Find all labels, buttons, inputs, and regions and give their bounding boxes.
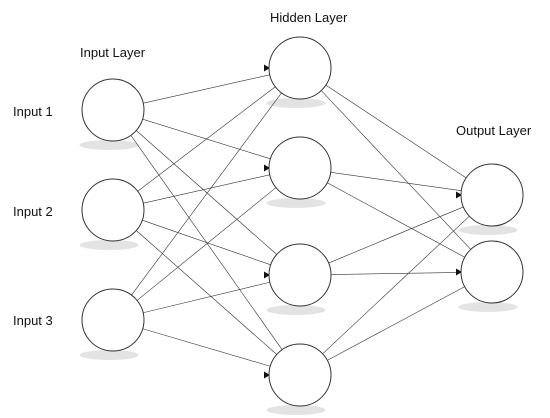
- input-label-2: Input 2: [13, 204, 53, 219]
- hidden-node-2-shadow: [266, 198, 326, 208]
- hidden-4-arrowhead: [264, 371, 270, 379]
- hidden-node-3-shadow: [266, 305, 326, 315]
- input-label-3: Input 3: [13, 313, 53, 328]
- output-layer-title: Output Layer: [456, 123, 532, 138]
- edge-input2-hidden4: [136, 230, 277, 355]
- connections: [130, 74, 471, 367]
- output-2-arrowhead: [456, 268, 462, 276]
- output-node-1: [460, 163, 524, 227]
- edge-hidden2-output1: [330, 172, 462, 191]
- edge-hidden2-output2: [327, 182, 465, 258]
- input-node-1-shadow: [79, 140, 139, 150]
- hidden-node-3: [268, 243, 332, 307]
- edge-input2-hidden3: [142, 219, 271, 266]
- node-shadows: [79, 98, 518, 415]
- edge-input3-hidden3: [143, 281, 270, 314]
- output-1-arrowhead: [456, 191, 462, 199]
- edge-hidden4-output1: [322, 215, 470, 355]
- input-layer-title: Input Layer: [80, 45, 146, 60]
- edge-input3-hidden1: [131, 92, 282, 296]
- input-label-1: Input 1: [13, 104, 53, 119]
- input-node-3: [81, 288, 145, 352]
- input-node-2-shadow: [79, 240, 139, 250]
- arrowheads: [264, 64, 462, 379]
- edge-input1-hidden3: [136, 130, 277, 255]
- output-node-1-shadow: [458, 225, 518, 235]
- output-node-2-shadow: [458, 302, 518, 312]
- edge-input2-hidden1: [137, 86, 276, 192]
- hidden-2-arrowhead: [264, 164, 270, 172]
- hidden-node-4-shadow: [266, 405, 326, 415]
- nodes: [81, 36, 524, 407]
- hidden-3-arrowhead: [264, 271, 270, 279]
- edge-input1-hidden1: [143, 74, 270, 104]
- output-node-2: [460, 240, 524, 304]
- edge-hidden3-output2: [330, 272, 462, 275]
- edge-input3-hidden4: [142, 328, 271, 367]
- hidden-node-1-shadow: [266, 98, 326, 108]
- hidden-1-arrowhead: [264, 64, 270, 72]
- hidden-layer-title: Hidden Layer: [270, 10, 348, 25]
- hidden-node-2: [268, 136, 332, 200]
- edge-hidden4-output2: [327, 286, 465, 361]
- edge-hidden3-output1: [328, 206, 464, 264]
- edge-input2-hidden2: [143, 174, 270, 204]
- input-node-3-shadow: [79, 350, 139, 360]
- edge-hidden1-output1: [325, 84, 467, 179]
- input-node-1: [81, 78, 145, 142]
- edge-hidden1-output2: [321, 90, 471, 250]
- hidden-node-4: [268, 343, 332, 407]
- hidden-node-1: [268, 36, 332, 100]
- edge-input3-hidden2: [136, 187, 277, 301]
- input-node-2: [81, 178, 145, 242]
